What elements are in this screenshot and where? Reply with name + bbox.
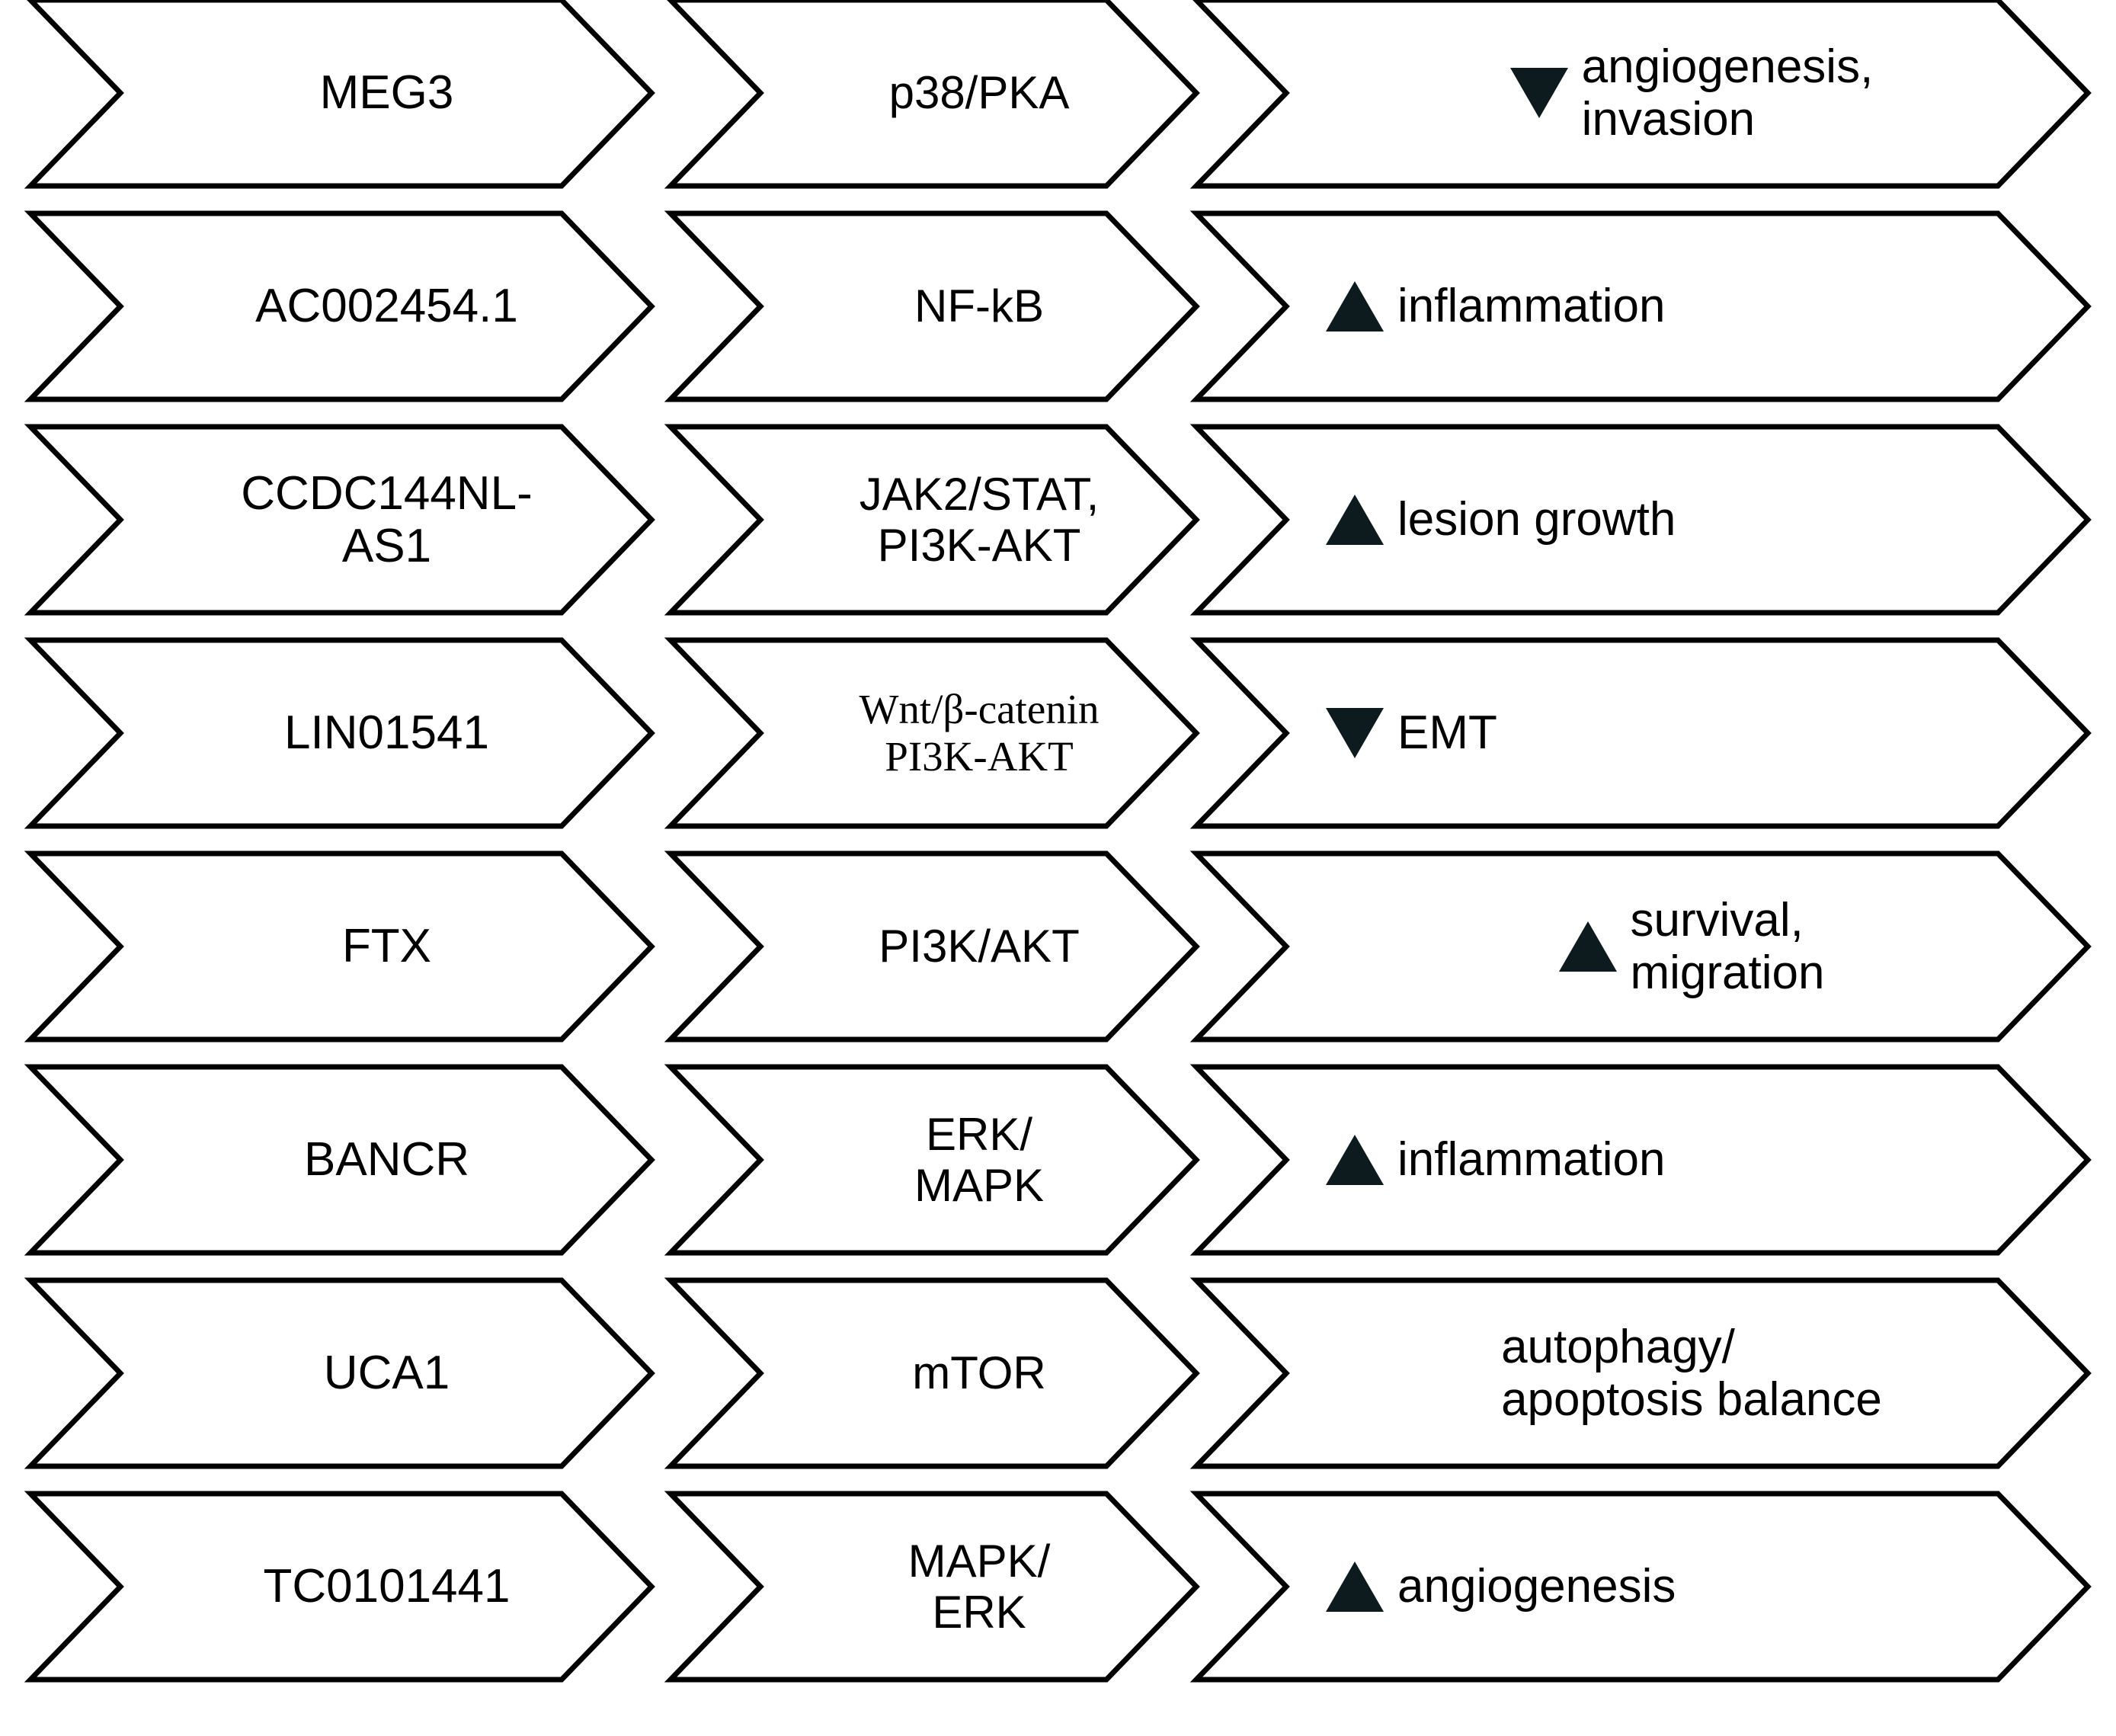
pathway-chevron[interactable]: Wnt/β-catenin PI3K-AKT bbox=[664, 637, 1200, 829]
chevron-shape bbox=[1189, 850, 2092, 1043]
outcome-chevron[interactable]: angiogenesis bbox=[1189, 1491, 2092, 1683]
chevron-shape bbox=[24, 850, 655, 1043]
pathway-chevron[interactable]: NF-kB bbox=[664, 210, 1200, 402]
chevron-shape bbox=[664, 1064, 1200, 1256]
outcome-chevron[interactable]: survival, migration bbox=[1189, 850, 2092, 1043]
chevron-shape bbox=[24, 424, 655, 616]
outcome-chevron[interactable]: angiogenesis, invasion bbox=[1189, 0, 2092, 189]
pathway-chevron[interactable]: ERK/ MAPK bbox=[664, 1064, 1200, 1256]
chevron-shape bbox=[664, 1277, 1200, 1469]
chevron-shape bbox=[24, 1491, 655, 1683]
chevron-shape bbox=[1189, 424, 2092, 616]
pathway-chevron[interactable]: PI3K/AKT bbox=[664, 850, 1200, 1043]
outcome-chevron[interactable]: lesion growth bbox=[1189, 424, 2092, 616]
lncrna-chevron[interactable]: BANCR bbox=[24, 1064, 655, 1256]
chevron-shape bbox=[664, 0, 1200, 189]
chevron-shape bbox=[1189, 1491, 2092, 1683]
outcome-chevron[interactable]: inflammation bbox=[1189, 1064, 2092, 1256]
lncrna-chevron[interactable]: TC0101441 bbox=[24, 1491, 655, 1683]
pathway-chevron[interactable]: p38/PKA bbox=[664, 0, 1200, 189]
chevron-shape bbox=[664, 637, 1200, 829]
chevron-shape bbox=[664, 424, 1200, 616]
outcome-chevron[interactable]: autophagy/ apoptosis balance bbox=[1189, 1277, 2092, 1469]
lncrna-chevron[interactable]: LIN01541 bbox=[24, 637, 655, 829]
lncrna-chevron[interactable]: MEG3 bbox=[24, 0, 655, 189]
pathway-chevron[interactable]: JAK2/STAT, PI3K-AKT bbox=[664, 424, 1200, 616]
outcome-chevron[interactable]: inflammation bbox=[1189, 210, 2092, 402]
chevron-shape bbox=[1189, 1277, 2092, 1469]
chevron-shape bbox=[1189, 1064, 2092, 1256]
chevron-shape bbox=[24, 1277, 655, 1469]
pathway-chevron[interactable]: MAPK/ ERK bbox=[664, 1491, 1200, 1683]
outcome-chevron[interactable]: EMT bbox=[1189, 637, 2092, 829]
lncrna-chevron[interactable]: UCA1 bbox=[24, 1277, 655, 1469]
chevron-shape bbox=[24, 0, 655, 189]
chevron-shape bbox=[1189, 0, 2092, 189]
pathway-chevron[interactable]: mTOR bbox=[664, 1277, 1200, 1469]
chevron-shape bbox=[664, 1491, 1200, 1683]
chevron-shape bbox=[24, 1064, 655, 1256]
chevron-shape bbox=[1189, 637, 2092, 829]
lncrna-chevron[interactable]: CCDC144NL- AS1 bbox=[24, 424, 655, 616]
chevron-shape bbox=[24, 210, 655, 402]
chevron-shape bbox=[664, 210, 1200, 402]
chevron-shape bbox=[1189, 210, 2092, 402]
chevron-shape bbox=[24, 637, 655, 829]
lncrna-chevron[interactable]: FTX bbox=[24, 850, 655, 1043]
chevron-shape bbox=[664, 850, 1200, 1043]
lncrna-chevron[interactable]: AC002454.1 bbox=[24, 210, 655, 402]
